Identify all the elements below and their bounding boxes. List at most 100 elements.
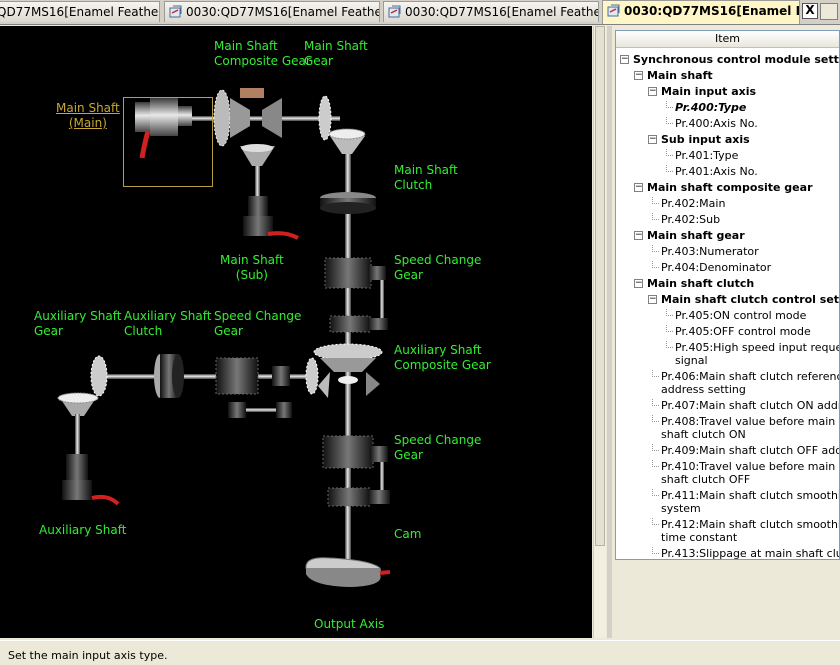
auxiliary-composite-gear-graphic: [313, 343, 383, 398]
tree-connector: [652, 399, 659, 406]
tree-expand-toggle[interactable]: −: [648, 294, 657, 304]
tree-connector: [652, 415, 659, 422]
tab-label: 0030:QD77MS16[Enamel Feather ...: [186, 5, 379, 19]
tree-item[interactable]: Pr.413:Slippage at main shaft clutch: [661, 547, 839, 560]
cam-graphic: [305, 557, 391, 587]
tree-connector: [652, 460, 659, 467]
main-shaft-selection-box[interactable]: [123, 97, 213, 187]
status-bar: Set the main input axis type.: [0, 640, 840, 665]
tree-connector: [666, 165, 673, 172]
main-shaft-gear-label[interactable]: Main Shaft Gear: [304, 39, 368, 68]
tree-item[interactable]: Pr.402:Sub: [661, 213, 721, 226]
tree-connector: [652, 370, 659, 377]
tree-connector: [666, 117, 673, 124]
tree-item[interactable]: Pr.412:Main shaft clutch smoothing time …: [661, 518, 839, 544]
tree-expand-toggle[interactable]: −: [648, 86, 657, 96]
speed-change-gear-2-label[interactable]: Speed Change Gear: [394, 433, 482, 462]
output-axis-label[interactable]: Output Axis: [314, 617, 385, 631]
tab-scroll-button[interactable]: [820, 3, 838, 20]
cam-label[interactable]: Cam: [394, 527, 422, 541]
tree-connector: [666, 101, 673, 108]
tree-expand-toggle[interactable]: −: [634, 70, 643, 80]
auxiliary-shaft-label[interactable]: Auxiliary Shaft: [39, 523, 127, 537]
main-composite-gear-graphic: [213, 88, 282, 166]
tree-item[interactable]: Pr.407:Main shaft clutch ON address: [661, 399, 839, 412]
diagram-graphics: [57, 88, 391, 587]
tree-item[interactable]: Pr.405:OFF control mode: [675, 325, 811, 338]
tree-column-header[interactable]: Item: [616, 31, 839, 48]
tree-item[interactable]: Pr.404:Denominator: [661, 261, 772, 274]
tree-item[interactable]: Pr.410:Travel value before main shaft cl…: [661, 460, 836, 486]
main-shaft-composite-gear-label[interactable]: Main Shaft Composite Gear: [214, 39, 311, 68]
auxiliary-shaft-gear-graphic: [57, 355, 120, 506]
tree-item[interactable]: Main shaft clutch: [647, 277, 755, 290]
tree-item[interactable]: Pr.401:Axis No.: [675, 165, 758, 178]
main-shaft-gear-graphic: [318, 95, 366, 154]
tree-item[interactable]: Synchronous control module setting: [633, 53, 840, 66]
tab-label: 0030:QD77MS16[Enamel Feather ...: [405, 5, 598, 19]
tree-item[interactable]: Pr.405:High speed input request signal: [675, 341, 839, 367]
auxiliary-speed-change-gear-label[interactable]: Speed Change Gear: [214, 309, 302, 338]
auxiliary-shaft-composite-gear-label[interactable]: Auxiliary Shaft Composite Gear: [394, 343, 491, 372]
speed-change-gear-1-label[interactable]: Speed Change Gear: [394, 253, 482, 282]
document-tab-3[interactable]: 0030:QD77MS16[Enamel Feather ...: [383, 1, 599, 22]
tree-connector: [666, 325, 673, 332]
tree-item[interactable]: Main shaft clutch control setting: [661, 293, 840, 306]
tree-expand-toggle[interactable]: −: [634, 230, 643, 240]
document-tab-4-active[interactable]: 0030:QD77MS16[Enamel Fe...: [602, 0, 800, 24]
tree-item[interactable]: Pr.402:Main: [661, 197, 726, 210]
tree-item[interactable]: Main shaft: [647, 69, 713, 82]
auxiliary-horizontal-shaft: [92, 374, 314, 379]
tree-connector: [652, 489, 659, 496]
tree-connector: [666, 149, 673, 156]
tree-item[interactable]: Main shaft gear: [647, 229, 745, 242]
tree-connector: [652, 547, 659, 554]
tab-label: QD77MS16[Enamel Feather ...: [0, 5, 160, 19]
parameter-tree: Item −Synchronous control module setting…: [615, 30, 840, 560]
main-shaft-sub-label[interactable]: Main Shaft (Sub): [220, 253, 284, 282]
tree-expand-toggle[interactable]: −: [634, 278, 643, 288]
tree-item[interactable]: Pr.400:Axis No.: [675, 117, 758, 130]
auxiliary-shaft-clutch-label[interactable]: Auxiliary Shaft Clutch: [124, 309, 212, 338]
tree-item[interactable]: Pr.411:Main shaft clutch smoothing syste…: [661, 489, 839, 515]
tree-item[interactable]: Main shaft composite gear: [647, 181, 813, 194]
document-tab-1[interactable]: QD77MS16[Enamel Feather ...: [0, 1, 160, 22]
document-tab-bar: QD77MS16[Enamel Feather ... 0030:QD77MS1…: [0, 0, 840, 25]
tree-item[interactable]: Pr.401:Type: [675, 149, 739, 162]
tree-connector: [652, 213, 659, 220]
tree-item[interactable]: Main input axis: [661, 85, 757, 98]
sub-servo-motor: [243, 196, 299, 240]
auxiliary-shaft-clutch-graphic: [154, 354, 184, 398]
main-shaft-clutch-label[interactable]: Main Shaft Clutch: [394, 163, 458, 192]
auxiliary-shaft-gear-label[interactable]: Auxiliary Shaft Gear: [34, 309, 122, 338]
tree-connector: [666, 341, 673, 348]
close-tab-button[interactable]: X: [802, 3, 818, 19]
module-icon: [607, 4, 620, 17]
tab-label: 0030:QD77MS16[Enamel Fe...: [624, 4, 799, 18]
tree-item[interactable]: Pr.405:ON control mode: [675, 309, 807, 322]
auxiliary-speed-change-gear-graphic: [215, 357, 292, 418]
scrollbar-thumb[interactable]: [595, 26, 605, 546]
tree-item[interactable]: Pr.409:Main shaft clutch OFF address: [661, 444, 839, 457]
tree-item[interactable]: Pr.403:Numerator: [661, 245, 759, 258]
tree-item[interactable]: Pr.406:Main shaft clutch reference addre…: [661, 370, 839, 396]
tree-connector: [666, 309, 673, 316]
tree-item[interactable]: Pr.400:Type: [675, 101, 747, 114]
sub-input-shaft: [255, 166, 260, 196]
tree-expand-toggle[interactable]: −: [648, 134, 657, 144]
main-shaft-main-link[interactable]: Main Shaft (Main): [56, 101, 120, 130]
tree-expand-toggle[interactable]: −: [620, 54, 629, 64]
document-tab-2[interactable]: 0030:QD77MS16[Enamel Feather ...: [164, 1, 380, 22]
module-icon: [169, 5, 182, 18]
diagram-vertical-scrollbar[interactable]: [593, 26, 606, 638]
auxiliary-composite-small-gear-graphic: [305, 357, 319, 395]
status-text: Set the main input axis type.: [8, 649, 168, 662]
speed-change-gear-1-graphic: [324, 257, 388, 333]
main-servo-motor: [135, 98, 192, 159]
tree-item[interactable]: Pr.408:Travel value before main shaft cl…: [661, 415, 836, 441]
tree-connector: [652, 444, 659, 451]
tree-expand-toggle[interactable]: −: [634, 182, 643, 192]
pane-splitter[interactable]: [607, 26, 612, 638]
tree-connector: [652, 245, 659, 252]
tree-item[interactable]: Sub input axis: [661, 133, 750, 146]
